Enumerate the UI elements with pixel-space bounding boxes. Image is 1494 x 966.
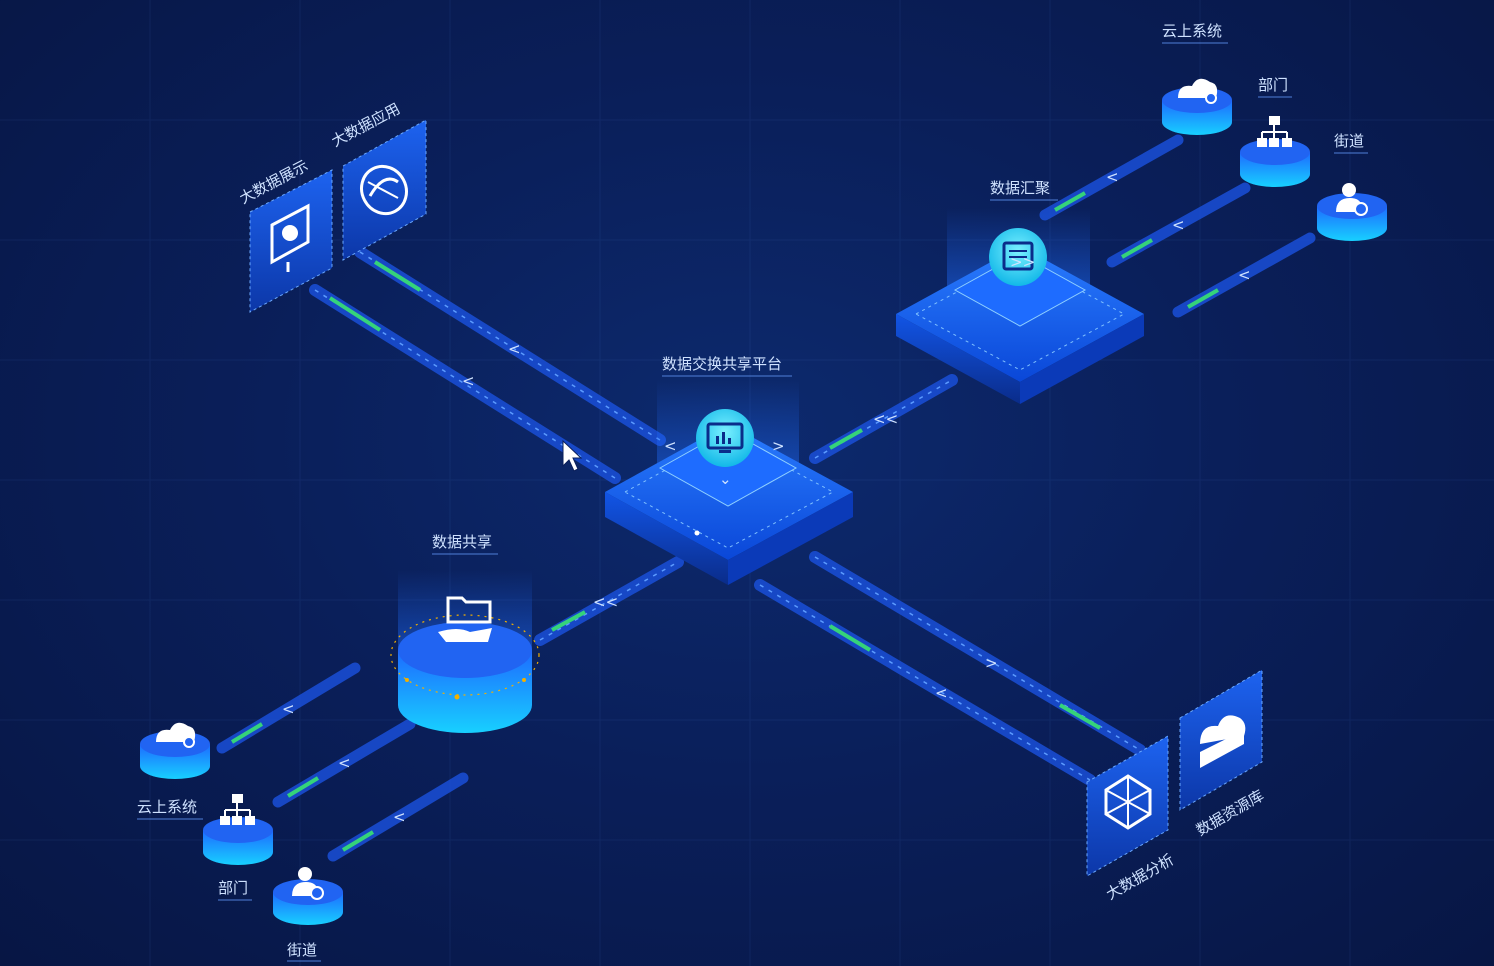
svg-text:<: <	[1106, 168, 1119, 186]
share-node-label: 数据共享	[432, 533, 492, 551]
track-source-bl-1: <	[216, 662, 361, 754]
share-cylinder[interactable]: 数据共享	[390, 533, 540, 733]
user-settings-icon	[292, 867, 324, 900]
aggregate-platform[interactable]: >> 数据汇聚	[896, 179, 1144, 404]
source-bl-cloud-label: 云上系统	[137, 798, 197, 816]
panel-big-data-analysis[interactable]: 大数据分析	[1086, 735, 1177, 903]
track-analysis: <	[754, 579, 1096, 786]
down-arrow-icon: ⌄	[719, 470, 732, 488]
svg-text:<: <	[393, 808, 406, 826]
svg-text:>>: >>	[1010, 253, 1035, 271]
cloud-gear-icon	[156, 722, 196, 748]
cloud-gear-icon	[1178, 78, 1218, 104]
track-source-bl-3: <	[327, 772, 469, 862]
right-arrow-icon: >	[772, 437, 785, 455]
track-app-application: <	[354, 246, 666, 446]
source-bl-street[interactable]: 街道	[273, 867, 343, 962]
track-resource: >	[809, 551, 1146, 756]
svg-text:<: <	[462, 372, 475, 390]
source-bl-department[interactable]: 部门	[203, 794, 273, 901]
track-share: <<	[534, 556, 684, 646]
source-tr-cloud-system[interactable]: 云上系统	[1162, 22, 1232, 135]
left-arrow-icon: <	[664, 437, 677, 455]
track-aggregate: <<	[809, 374, 958, 464]
network-hex-icon	[1104, 774, 1152, 830]
source-tr-street[interactable]: 街道	[1317, 132, 1387, 241]
data-server-icon: >>	[989, 228, 1047, 286]
source-tr-street-label: 街道	[1334, 132, 1364, 150]
source-tr-department[interactable]: 部门	[1240, 76, 1310, 187]
source-bl-street-label: 街道	[287, 941, 317, 959]
source-tr-cloud-label: 云上系统	[1162, 22, 1222, 40]
svg-text:>: >	[985, 654, 998, 672]
svg-text:<: <	[338, 754, 351, 772]
svg-text:<: <	[508, 340, 521, 358]
user-settings-icon	[1336, 183, 1368, 216]
svg-text:<<: <<	[593, 593, 618, 611]
track-source-tr-3: <	[1172, 232, 1316, 318]
monitor-pie-icon	[270, 203, 310, 272]
mouse-cursor-icon	[562, 439, 583, 472]
source-tr-dept-label: 部门	[1258, 76, 1288, 94]
svg-text:<: <	[1238, 266, 1251, 284]
center-platform[interactable]: < > ⌄ 数据交换共享平台	[605, 355, 853, 585]
source-bl-dept-label: 部门	[218, 879, 248, 897]
track-source-tr-1: <	[1039, 134, 1184, 221]
track-source-tr-2: <	[1106, 182, 1251, 268]
monitor-chart-icon	[696, 409, 754, 467]
panel-big-data-application[interactable]: 大数据应用	[328, 99, 427, 261]
aggregate-node-label: 数据汇聚	[990, 179, 1050, 197]
svg-text:<<: <<	[873, 410, 898, 428]
folder-hand-icon	[438, 596, 492, 642]
globe-icon	[360, 164, 408, 216]
cloud-database-icon	[1200, 715, 1246, 768]
track-source-bl-2: <	[272, 718, 416, 808]
panel-data-resource-library[interactable]: 数据资源库	[1179, 669, 1267, 839]
svg-text:<: <	[1172, 216, 1185, 234]
org-chart-icon	[220, 794, 255, 825]
svg-text:<: <	[935, 684, 948, 702]
org-chart-icon	[1257, 116, 1292, 147]
source-bl-cloud-system[interactable]: 云上系统	[137, 722, 210, 820]
center-node-label: 数据交换共享平台	[662, 355, 782, 373]
connector-tracks: < < << << <	[216, 134, 1316, 862]
svg-text:<: <	[282, 700, 295, 718]
